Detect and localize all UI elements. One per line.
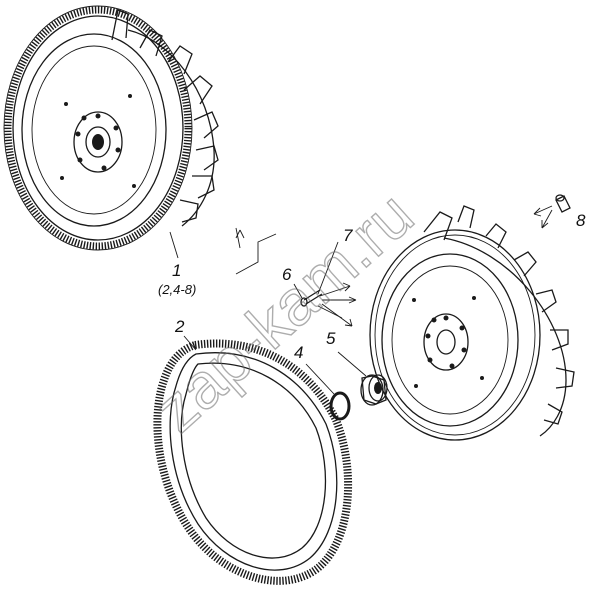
flywheel-1-gear-ring [4,6,192,250]
callout-4: 4 [294,343,303,362]
callout-6: 6 [282,265,292,284]
callout-2: 2 [174,317,185,336]
flywheel-right-hub [412,296,484,388]
flywheel-assembly-1 [3,5,219,259]
dowel-8 [533,194,571,229]
callout-1-sub: (2,4-8) [158,282,196,297]
flywheel-right-housing-lugs [423,205,575,437]
callout-7: 7 [343,226,353,245]
flywheel-right-disc-face [381,253,519,427]
callout-labels: 1 (2,4-8) 2 4 5 6 7 8 [158,211,586,362]
callout-8: 8 [576,211,586,230]
watermark: zap-kam.ru [140,177,427,446]
snap-ring-4 [305,363,351,421]
watermark-text: zap-kam.ru [141,178,427,446]
callout-1: 1 [172,261,181,280]
flywheel-1-hub [60,94,136,188]
pin-and-screw-6-7 [235,227,357,327]
callout-5: 5 [326,329,336,348]
flywheel-assembly-right [369,205,575,441]
flywheel-right-rim [369,229,541,441]
ring-gear-2 [153,335,353,585]
assembly-arrows [235,227,357,327]
flywheel-1-disc-face [21,33,167,227]
